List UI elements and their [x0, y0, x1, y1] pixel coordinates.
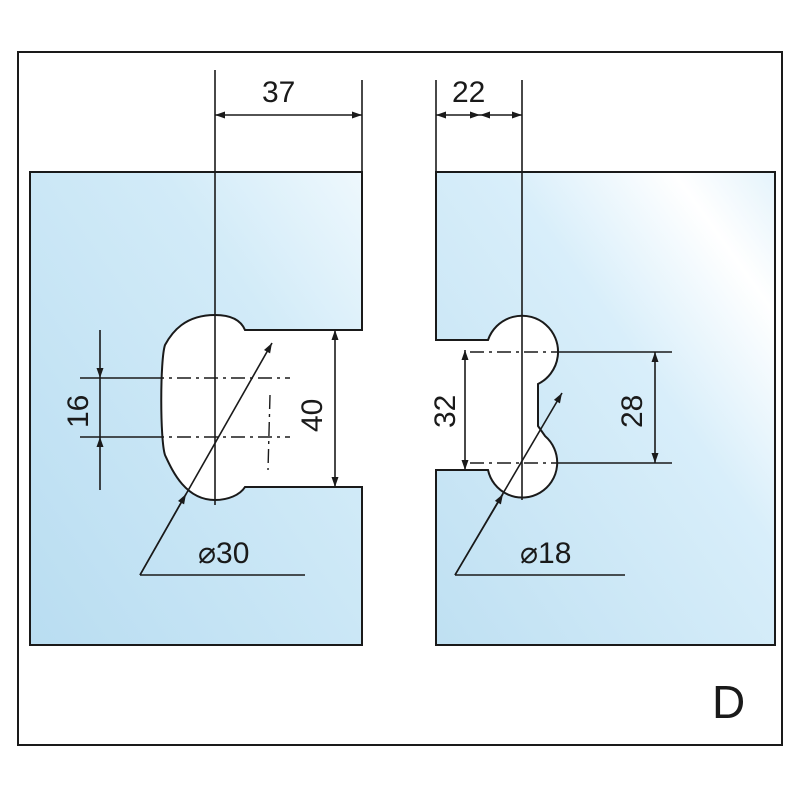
left-hole-spacing-dim: 16 [62, 395, 95, 428]
right-notch-height-dim: 32 [429, 395, 462, 428]
right-dimensions [435, 80, 672, 576]
right-hole-diameter-dim: ⌀18 [520, 537, 571, 570]
right-glass-panel [435, 171, 776, 646]
drawing-frame [17, 51, 783, 746]
variant-label: D [712, 676, 745, 728]
left-hole-diameter-dim: ⌀30 [198, 537, 249, 570]
left-notch-height-dim: 40 [296, 399, 329, 432]
left-width-dim: 37 [262, 76, 295, 109]
left-dimensions [80, 70, 363, 576]
right-width-dim: 22 [452, 76, 485, 109]
right-hole-spacing-dim: 28 [616, 395, 649, 428]
left-glass-panel [29, 171, 363, 646]
